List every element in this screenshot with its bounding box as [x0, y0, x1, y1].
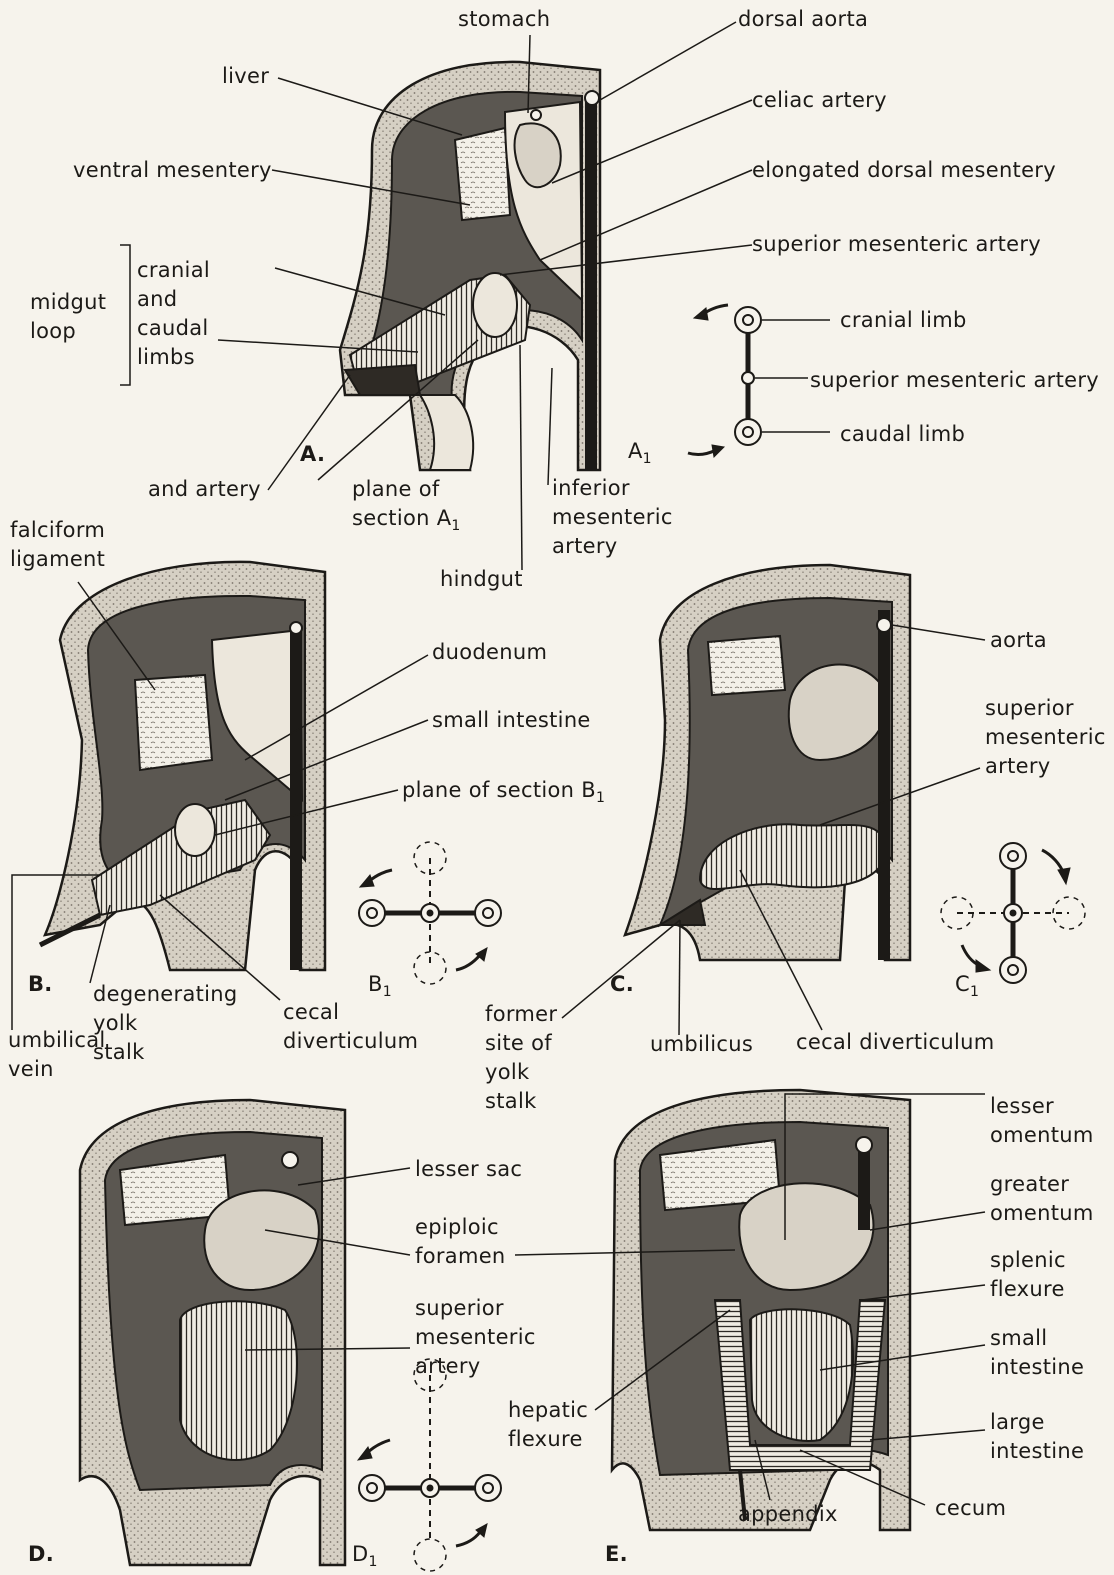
label-cecal-diverticulum-b: cecal diverticulum: [283, 998, 418, 1056]
panel-e-drawing: [515, 1090, 985, 1530]
panel-letter-b1: B1: [368, 970, 392, 1002]
panel-b1-diagram: [359, 842, 501, 984]
panel-a-celiac: [531, 110, 541, 120]
panel-b-aorta-wall: [290, 625, 302, 970]
label-inferior-mesenteric-artery: inferior mesenteric artery: [552, 474, 673, 561]
label-superior-mesenteric-artery-a: superior mesenteric artery: [752, 230, 1041, 259]
label-midgut-loop: midgut loop: [30, 288, 106, 346]
label-epiploic-foramen: epiploic foramen: [415, 1213, 506, 1271]
panel-letter-b: B.: [28, 970, 53, 999]
panel-a-aorta: [585, 91, 599, 105]
label-cranial-limb: cranial limb: [840, 306, 967, 335]
label-small-intestine-b: small intestine: [432, 706, 591, 735]
label-liver: liver: [222, 62, 269, 91]
label-hindgut: hindgut: [440, 565, 523, 594]
panel-a1-diagram: [688, 305, 830, 457]
panel-c-drawing: [562, 565, 985, 1035]
panel-c-aorta-wall: [878, 610, 890, 960]
label-cecum: cecum: [935, 1494, 1006, 1523]
label-elongated-dorsal-mesentery: elongated dorsal mesentery: [752, 156, 1056, 185]
panel-letter-e: E.: [605, 1540, 628, 1569]
panel-c-aorta: [877, 618, 891, 632]
label-cranial-caudal-limbs: cranial and caudal limbs: [137, 256, 210, 372]
panel-d-aorta: [282, 1152, 298, 1168]
panel-letter-d1: D1: [352, 1540, 378, 1572]
label-caudal-limb: caudal limb: [840, 420, 965, 449]
panel-b-aorta: [290, 622, 302, 634]
panel-b-liver: [135, 675, 212, 770]
panel-d1-diagram: [358, 1359, 501, 1571]
label-greater-omentum: greater omentum: [990, 1170, 1094, 1228]
label-celiac-artery: celiac artery: [752, 86, 887, 115]
panel-a-section-plane: [473, 273, 517, 337]
label-degenerating-yolk-stalk: degenerating yolk stalk: [93, 980, 238, 1067]
label-large-intestine: large intestine: [990, 1408, 1084, 1466]
label-superior-mesenteric-artery-c: superior mesenteric artery: [985, 694, 1106, 781]
panel-a-liver: [455, 128, 510, 220]
panel-c-liver: [708, 636, 785, 695]
label-umbilical-vein: umbilical vein: [8, 1026, 106, 1084]
panel-letter-c1: C1: [955, 970, 979, 1002]
panel-letter-c: C.: [610, 970, 634, 999]
label-ventral-mesentery: ventral mesentery: [73, 156, 272, 185]
label-appendix: appendix: [738, 1500, 838, 1529]
panel-b-section-plane: [175, 804, 215, 856]
panel-b-drawing: [12, 562, 428, 1030]
label-plane-of-section-a1: plane of section A1: [352, 475, 461, 536]
panel-letter-a1: A1: [628, 437, 652, 469]
label-and-artery: and artery: [148, 475, 261, 504]
label-umbilicus: umbilicus: [650, 1030, 753, 1059]
label-superior-mesenteric-artery-d: superior mesenteric artery: [415, 1294, 536, 1381]
label-cecal-diverticulum-c: cecal diverticulum: [796, 1028, 994, 1057]
panel-letter-a: A.: [300, 440, 325, 469]
label-former-site-of-yolk-stalk: former site of yolk stalk: [485, 1000, 557, 1116]
panel-c1-diagram: [941, 843, 1085, 983]
panel-d-small-intestine: [180, 1301, 297, 1460]
label-aorta-c: aorta: [990, 626, 1047, 655]
label-falciform-ligament: falciform ligament: [10, 516, 105, 574]
label-dorsal-aorta: dorsal aorta: [738, 5, 868, 34]
label-plane-of-section-b1: plane of section B1: [402, 776, 605, 808]
panel-letter-d: D.: [28, 1540, 54, 1569]
label-small-intestine-e: small intestine: [990, 1324, 1084, 1382]
panel-e-small-intestine: [750, 1309, 853, 1441]
label-stomach: stomach: [458, 5, 550, 34]
label-hepatic-flexure: hepatic flexure: [508, 1396, 588, 1454]
panel-e-aorta: [856, 1137, 872, 1153]
label-duodenum: duodenum: [432, 638, 547, 667]
panel-a-umbilical-stalk: [345, 365, 420, 395]
label-lesser-sac: lesser sac: [415, 1155, 522, 1184]
label-splenic-flexure: splenic flexure: [990, 1246, 1066, 1304]
panel-a-aorta-wall: [585, 95, 597, 470]
label-superior-mesenteric-artery-a1: superior mesenteric artery: [810, 366, 1099, 395]
label-lesser-omentum: lesser omentum: [990, 1092, 1094, 1150]
